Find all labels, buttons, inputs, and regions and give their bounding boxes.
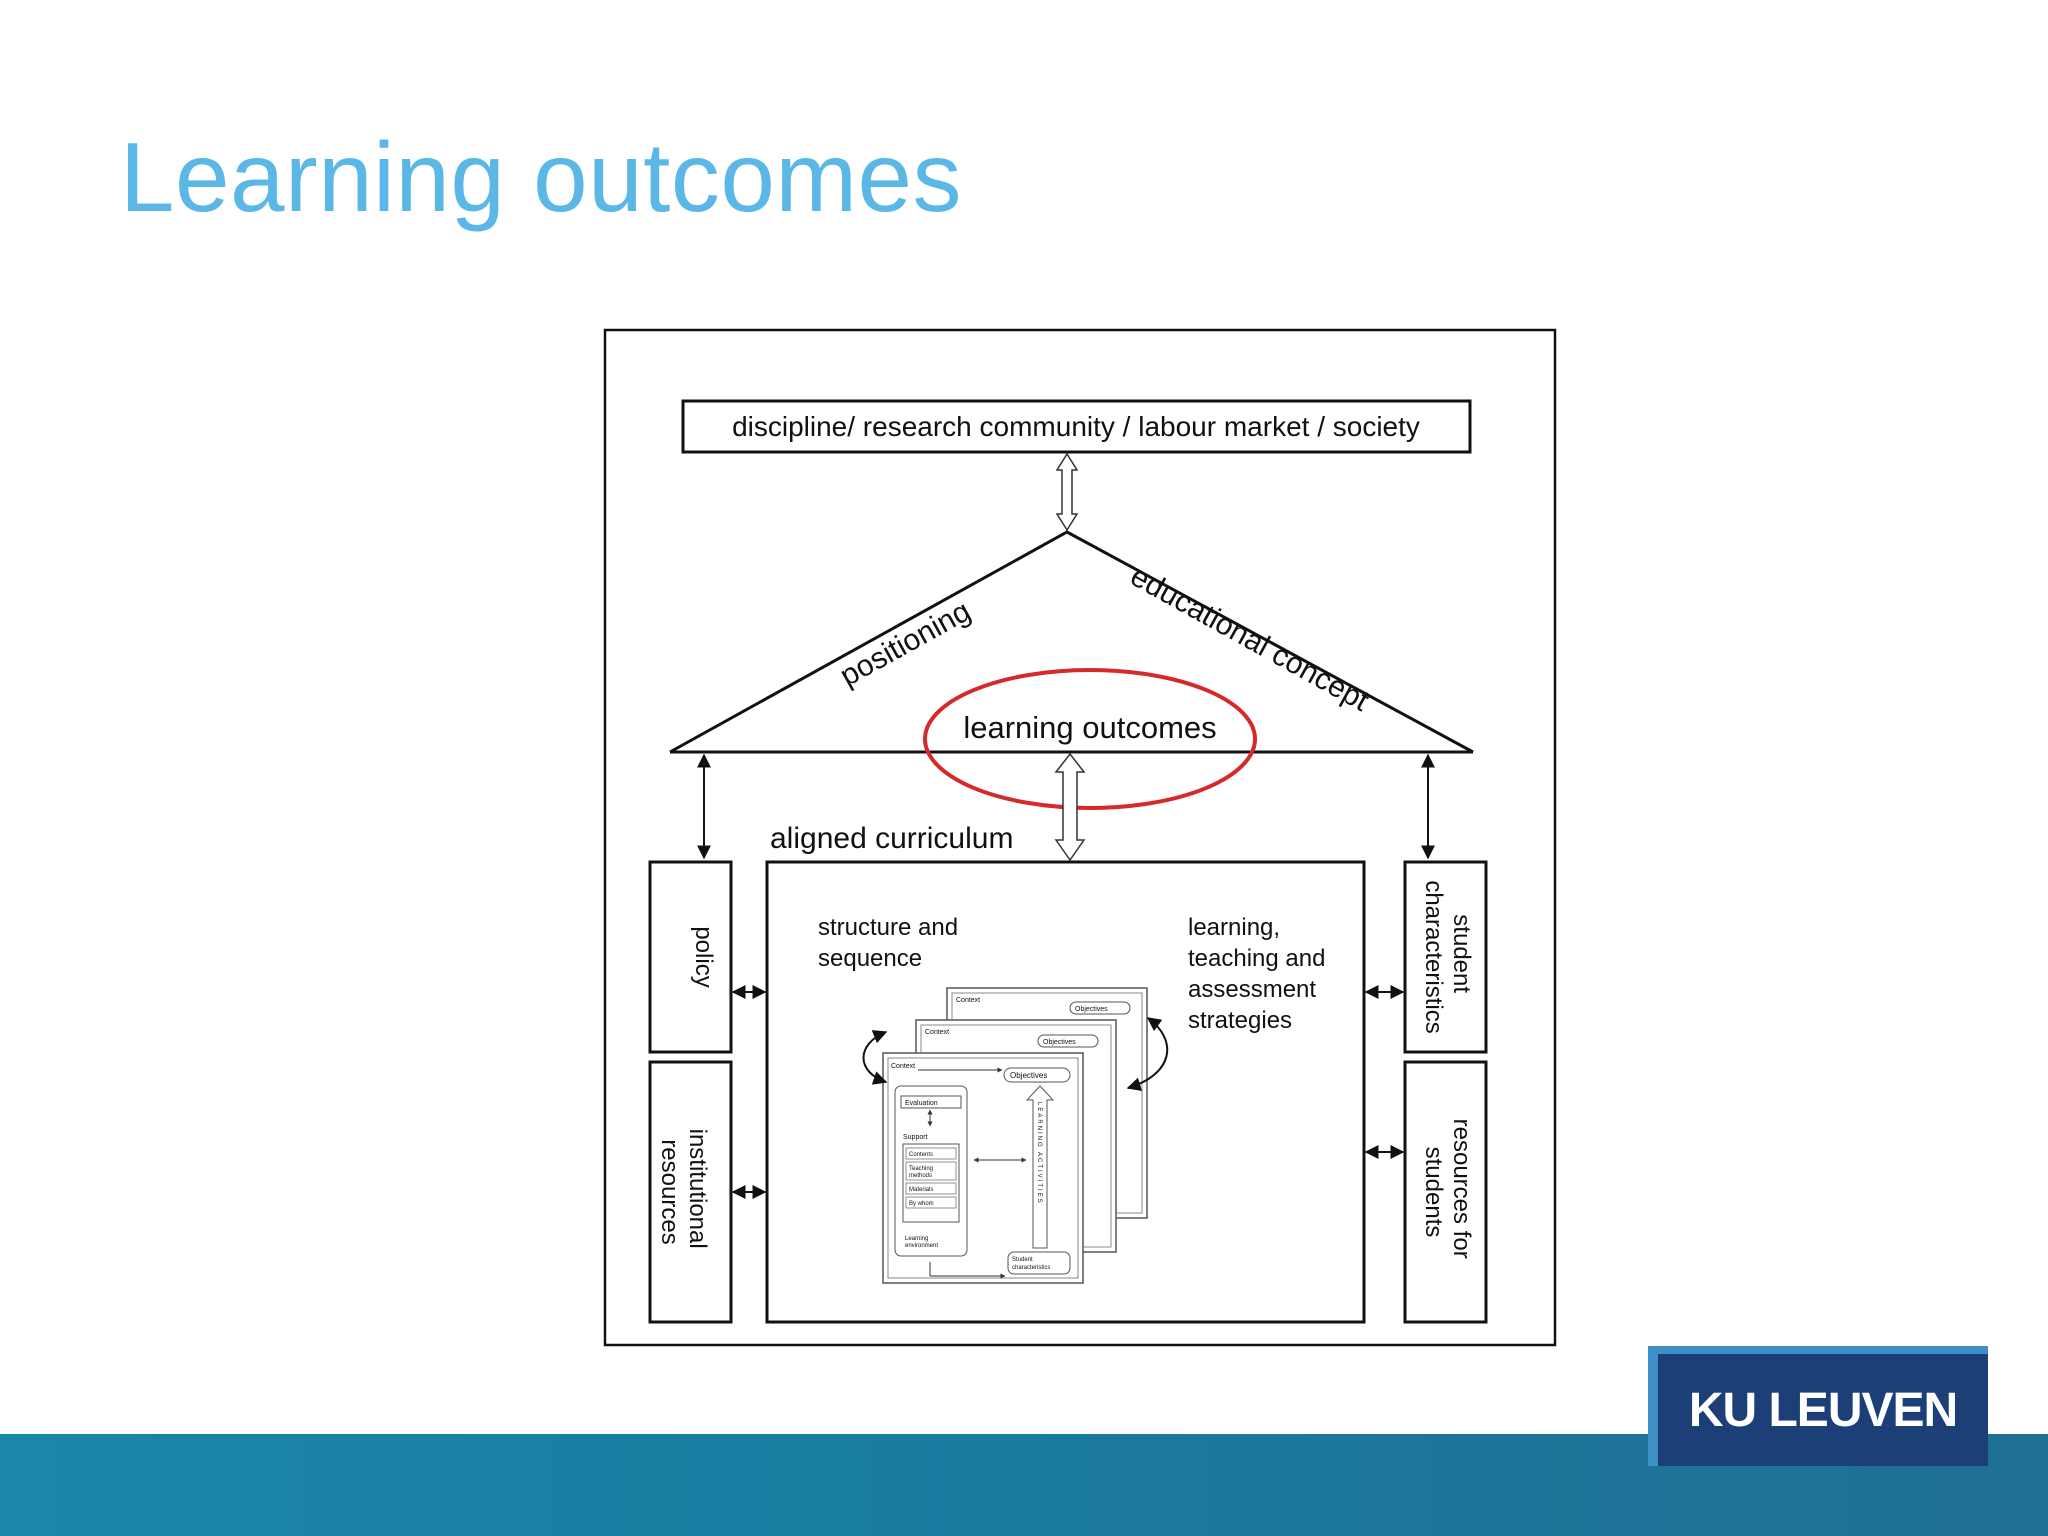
svg-text:resources for students: resources for students (1420, 1119, 1475, 1266)
svg-text:Context: Context (925, 1029, 949, 1036)
svg-text:student characteristics: student characteristics (1420, 880, 1475, 1033)
svg-text:Context: Context (891, 1063, 915, 1070)
institutional-resources-box: institutional resources (648, 1060, 733, 1324)
svg-text:institutional resources: institutional resources (656, 1129, 711, 1256)
society-box: discipline/ research community / labour … (681, 399, 1472, 454)
curriculum-diagram: discipline/ research community / labour … (603, 328, 1557, 1347)
double-arrow-top (1055, 452, 1079, 532)
logo-text: KU LEUVEN (1688, 1383, 1958, 1437)
mini-diagram-stack: Context Objectives Context Objectives Co… (862, 987, 1169, 1284)
roof-triangle (669, 530, 1474, 754)
ku-leuven-logo: KU LEUVEN (1648, 1346, 1988, 1466)
svg-text:Contents: Contents (909, 1152, 933, 1158)
svg-text:policy: policy (690, 926, 717, 987)
svg-text:LEARNING ACTIVITIES: LEARNING ACTIVITIES (1036, 1102, 1042, 1205)
policy-box: policy (648, 860, 733, 1054)
svg-text:Materials: Materials (909, 1187, 933, 1193)
resources-for-students-box: resources for students (1403, 1060, 1488, 1324)
svg-text:Objectives: Objectives (1010, 1071, 1047, 1080)
strategies-label: learning, teaching and assessment strate… (1188, 914, 1332, 1034)
highlight-ellipse (923, 668, 1257, 810)
society-box-label: discipline/ research community / labour … (732, 411, 1420, 442)
aligned-curriculum-label: aligned curriculum (770, 822, 1013, 855)
structure-label: structure and sequence (818, 914, 965, 972)
double-arrow-center (1054, 752, 1086, 862)
student-characteristics-box: student characteristics (1403, 860, 1488, 1054)
svg-text:Context: Context (956, 997, 980, 1004)
svg-text:Support: Support (903, 1134, 928, 1141)
slide-title: Learning outcomes (120, 122, 963, 232)
svg-text:Evaluation: Evaluation (905, 1100, 938, 1107)
svg-text:Objectives: Objectives (1075, 1006, 1108, 1013)
svg-text:Objectives: Objectives (1043, 1039, 1076, 1046)
learning-outcomes-label: learning outcomes (963, 710, 1216, 745)
svg-text:By whom: By whom (909, 1201, 934, 1207)
